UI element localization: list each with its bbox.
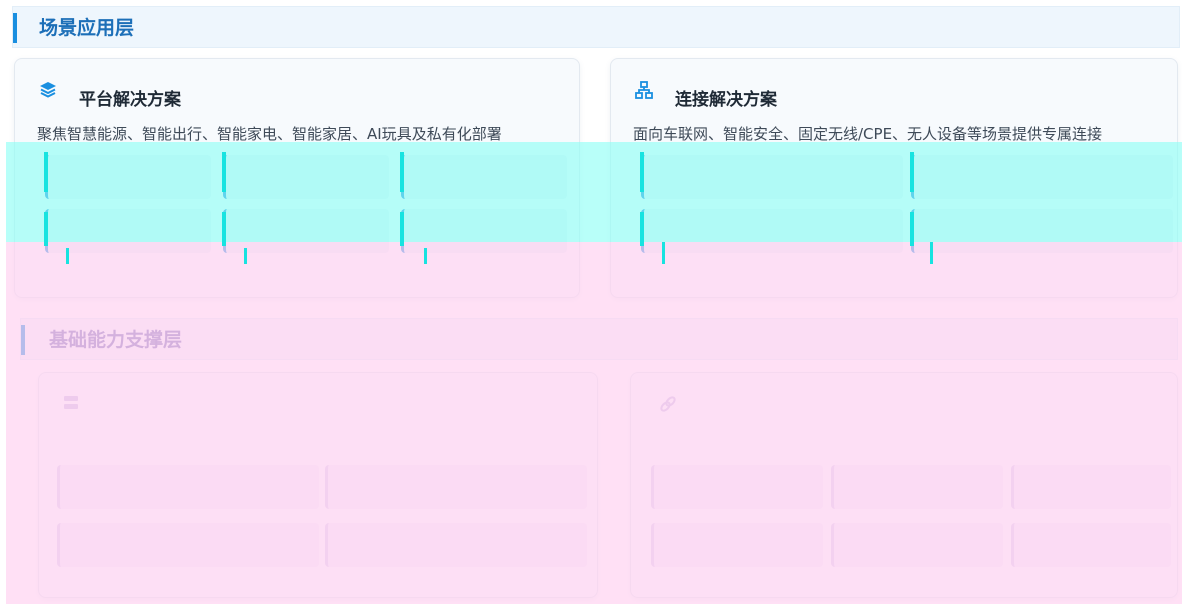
connection-item[interactable] (641, 209, 903, 253)
connection-item[interactable] (911, 209, 1173, 253)
overlay-tick (244, 248, 247, 264)
overlay-tick (222, 212, 226, 246)
overlay-tick (930, 242, 933, 264)
overlay-tick (910, 212, 914, 246)
base-right-item[interactable] (651, 465, 823, 509)
platform-solution-title: 平台解决方案 (79, 90, 181, 110)
section-accent-bar (21, 325, 25, 355)
base-left-card[interactable] (38, 372, 598, 598)
overlay-tick (640, 212, 644, 246)
connection-item[interactable] (911, 155, 1173, 199)
connection-solution-title: 连接解决方案 (675, 90, 777, 110)
link-icon (659, 395, 677, 417)
platform-solution-desc: 聚焦智慧能源、智能出行、智能家电、智能家居、AI玩具及私有化部署 (37, 125, 502, 143)
platform-item[interactable] (45, 209, 211, 253)
network-icon (635, 81, 653, 103)
overlay-tick (44, 212, 48, 246)
overlay-tick (222, 152, 226, 192)
layers-icon (39, 81, 57, 103)
overlay-tick (400, 212, 404, 246)
section-accent-bar (13, 13, 17, 43)
server-icon (63, 395, 79, 415)
scene-layer-title: 场景应用层 (39, 17, 135, 39)
connection-solution-desc: 面向车联网、智能安全、固定无线/CPE、无人设备等场景提供专属连接 (633, 125, 1103, 143)
overlay-tick (640, 152, 644, 192)
platform-solution-card[interactable]: 平台解决方案 聚焦智慧能源、智能出行、智能家电、智能家居、AI玩具及私有化部署 (14, 58, 580, 298)
platform-item[interactable] (401, 209, 567, 253)
base-right-item[interactable] (1011, 465, 1171, 509)
overlay-tick (44, 152, 48, 192)
platform-item[interactable] (401, 155, 567, 199)
overlay-tick (400, 152, 404, 192)
base-right-item[interactable] (831, 465, 1003, 509)
overlay-tick (662, 242, 665, 264)
platform-item[interactable] (223, 155, 389, 199)
base-right-item[interactable] (651, 523, 823, 567)
base-left-item[interactable] (57, 523, 319, 567)
overlay-tick (424, 248, 427, 264)
scene-layer-header: 场景应用层 (12, 6, 1180, 48)
connection-item[interactable] (641, 155, 903, 199)
base-layer-title: 基础能力支撑层 (49, 329, 183, 351)
base-right-item[interactable] (831, 523, 1003, 567)
base-left-item[interactable] (325, 465, 587, 509)
platform-item[interactable] (223, 209, 389, 253)
base-left-item[interactable] (325, 523, 587, 567)
overlay-tick (910, 152, 914, 192)
base-left-item[interactable] (57, 465, 319, 509)
overlay-tick (66, 248, 69, 264)
base-right-card[interactable] (630, 372, 1178, 598)
platform-item[interactable] (45, 155, 211, 199)
connection-solution-card[interactable]: 连接解决方案 面向车联网、智能安全、固定无线/CPE、无人设备等场景提供专属连接 (610, 58, 1178, 298)
base-right-item[interactable] (1011, 523, 1171, 567)
base-layer-header: 基础能力支撑层 (20, 318, 1178, 360)
